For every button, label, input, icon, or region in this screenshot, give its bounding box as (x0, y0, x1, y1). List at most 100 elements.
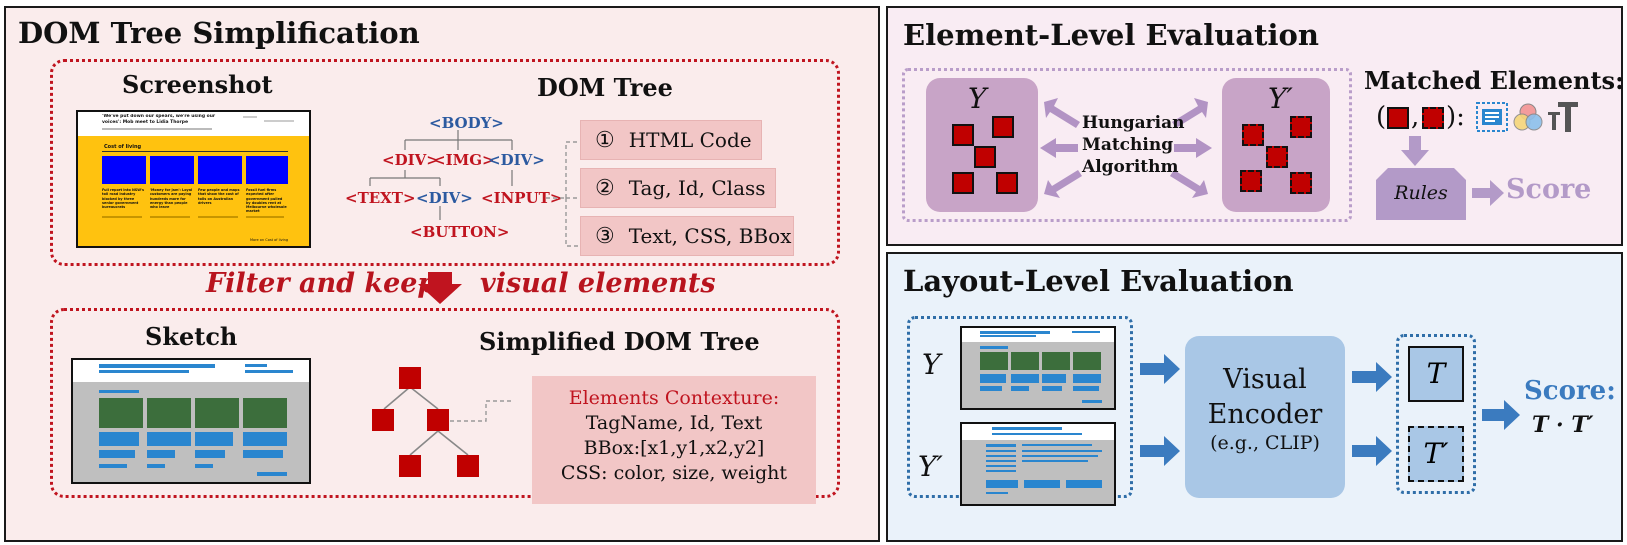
sketch-bar (195, 464, 213, 468)
sketch-text-block (1066, 480, 1102, 488)
hungarian-algorithm-label: Hungarian Matching Algorithm (1082, 112, 1185, 178)
thumb-meta (264, 120, 294, 122)
sketch-image (147, 398, 191, 428)
sketch-bar (245, 364, 267, 367)
element-square (992, 116, 1014, 138)
dom-node-img: <IMG> (433, 151, 495, 169)
thumb-story: 'Money for jam': Loyal customers are pay… (150, 188, 193, 210)
sketch-bar (99, 364, 215, 368)
algo-line: Matching (1082, 135, 1174, 155)
visual-encoder-box: Visual Encoder (e.g., CLIP) (1185, 336, 1345, 498)
dom-node-button: <BUTTON> (410, 223, 510, 241)
element-score-label: Score (1506, 174, 1592, 205)
sketch-text-block (980, 386, 1002, 391)
attr-box-text-css-bbox: ③ Text, CSS, BBox (580, 216, 794, 256)
arrow-encoder-to-t (1352, 362, 1392, 392)
thumb-byline (102, 128, 212, 130)
matching-dotted-box (902, 68, 1352, 222)
sketch-text-block (243, 450, 283, 458)
thumb-footer: More on Cost of living (250, 238, 289, 242)
thumb-story: Fossil fuel firms expected after governm… (246, 188, 287, 212)
sketch-bar (980, 335, 1036, 337)
attr-label: Tag, Id, Class (628, 176, 766, 200)
sketch-image (1073, 352, 1101, 370)
input-attr-connector (546, 141, 580, 247)
sketch-text-block (980, 374, 1006, 383)
algo-line: Algorithm (1082, 157, 1179, 177)
contexture-line: CSS: color, size, weight (560, 462, 788, 484)
sketch-image (1011, 352, 1039, 370)
thumb-image (246, 156, 288, 184)
elements-contexture-box: Elements Contexture: TagName, Id, Text B… (532, 376, 816, 504)
element-square-dashed (1266, 146, 1288, 168)
thumb-snippet (150, 216, 190, 218)
panel-title-layout: Layout-Level Evaluation (903, 264, 1294, 298)
sketch-image (195, 398, 239, 428)
sketch-bar (986, 470, 1016, 472)
sketch-text-block (243, 432, 287, 446)
layout-y-prime-symbol: Y′ (918, 450, 943, 483)
dom-node-body: <BODY> (429, 114, 504, 132)
encoder-line: Visual (1223, 364, 1307, 395)
embedding-t-prime: T′ (1408, 426, 1464, 482)
dom-top-box (50, 59, 840, 266)
sketch-bar (1022, 455, 1098, 457)
thumb-image (102, 156, 146, 184)
element-square-dashed (1240, 170, 1262, 192)
layout-sketch-y-prime (960, 422, 1116, 506)
sketch-image (980, 352, 1008, 370)
sketch-bar (986, 450, 1016, 452)
arrow-y-to-encoder (1140, 354, 1180, 384)
dom-node-div: <DIV> (382, 151, 439, 169)
text-box-icon (1476, 102, 1508, 132)
element-square-dashed (1290, 172, 1312, 194)
thumb-yellow-section: Cost of living Full report into NSW's to… (78, 136, 309, 246)
sketch-text-block (1042, 374, 1066, 383)
filter-label-right: visual elements (480, 268, 716, 299)
color-circles-icon (1513, 103, 1543, 131)
thumb-headline: 'We've put down our spears, we're using … (102, 114, 216, 125)
pair-comma: , (1411, 102, 1420, 132)
sketch-bar (980, 331, 1050, 334)
layout-score-label: Score: (1524, 376, 1616, 406)
sketch-bar (1022, 450, 1102, 452)
sketch-bar (1022, 444, 1092, 446)
sketch-bar (1022, 460, 1088, 462)
sketch-bar (245, 370, 293, 373)
tree-node (457, 455, 479, 477)
thumb-story: Few people and maps that show the cost o… (198, 188, 240, 205)
filter-down-arrow (418, 272, 462, 304)
thumb-image (150, 156, 194, 184)
sketch-bar (992, 427, 1062, 430)
sketch-text-block (986, 480, 1018, 488)
element-square (952, 172, 974, 194)
dom-bottom-box (50, 308, 840, 498)
sketch-image (1042, 352, 1070, 370)
attr-num: ③ (595, 223, 615, 249)
sketch-bar (257, 472, 287, 476)
screenshot-thumbnail: 'We've put down our spears, we're using … (76, 110, 311, 248)
filter-label-left: Filter and keep (206, 268, 437, 299)
dom-tree-connectors (369, 130, 513, 220)
arrow-y-prime-to-encoder (1140, 436, 1180, 466)
thumb-snippet (198, 216, 238, 218)
y-symbol: Y (968, 82, 987, 115)
sketch-bar (986, 465, 1016, 467)
rules-box (1376, 168, 1466, 220)
element-square (952, 124, 974, 146)
rules-label: Rules (1394, 182, 1448, 204)
thumb-meta (243, 116, 257, 118)
font-size-icon (1548, 102, 1578, 132)
panel-title-element: Element-Level Evaluation (903, 18, 1319, 52)
sketch-text-block (195, 450, 225, 458)
matching-arrows (1040, 98, 1212, 198)
thumb-image (198, 156, 242, 184)
attr-label: Text, CSS, BBox (628, 224, 792, 248)
y-elements-card (926, 78, 1038, 212)
sketch-text-block (1011, 374, 1039, 383)
embedding-dotted-box (1396, 334, 1476, 494)
algo-line: Hungarian (1082, 113, 1185, 133)
dom-node-input: <INPUT> (481, 189, 563, 207)
